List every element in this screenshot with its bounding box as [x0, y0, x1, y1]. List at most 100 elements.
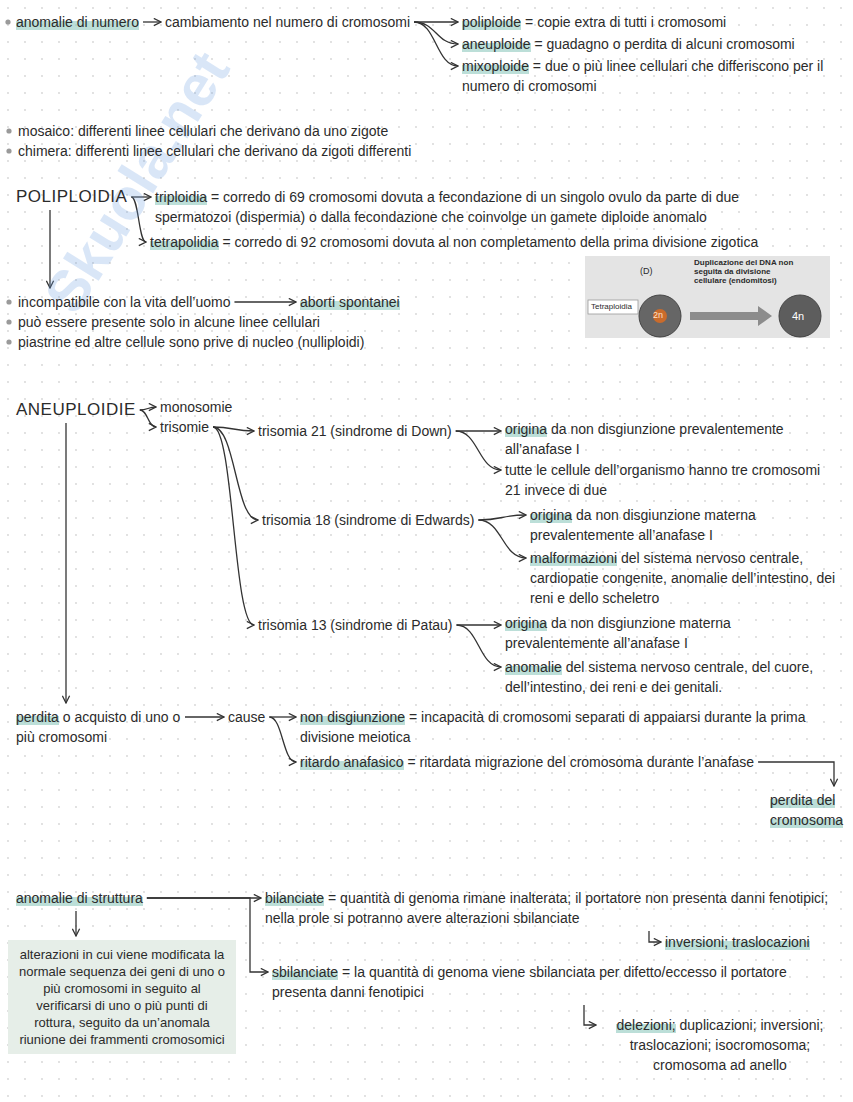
- arrow-connector: [457, 624, 501, 625]
- note-phrase: perdita del cromosoma: [770, 790, 846, 830]
- arrow-connector: [185, 716, 224, 717]
- note-phrase: ritardo anafasico = ritardata migrazione…: [300, 752, 754, 772]
- note-phrase: mixoploide = due o più linee cellulari c…: [462, 56, 842, 96]
- highlight: ritardo anafasico: [300, 754, 404, 770]
- figure-panel: [585, 256, 830, 338]
- arrow-connector: [234, 301, 296, 302]
- arrow-connector: [456, 431, 501, 470]
- note-phrase: anomalie del sistema nervoso centrale, d…: [505, 657, 845, 697]
- arrow-connector: [758, 762, 834, 786]
- arrow-connector: [143, 21, 161, 22]
- node-text: aneuploide = guadagno o perdita di alcun…: [462, 34, 795, 54]
- text-rest: = corredo di 92 cromosomi dovuta al non …: [219, 234, 759, 250]
- node-text: monosomie: [160, 397, 232, 417]
- note-phrase: monosomie: [160, 397, 232, 417]
- node-text: trisomia 21 (sindrome di Down): [258, 421, 452, 441]
- highlight: aborti spontanei: [300, 294, 400, 310]
- cell-circle: [639, 295, 681, 337]
- highlight: sbilanciate: [272, 964, 338, 980]
- section-heading: POLIPLOIDIA: [16, 187, 127, 207]
- arrow-connector: [584, 1005, 596, 1025]
- cell-circle: [779, 295, 821, 337]
- note-phrase: triploidia = corredo di 69 cromosomi dov…: [155, 187, 815, 227]
- highlight: perdita del cromosoma: [770, 792, 843, 828]
- note-phrase: bilanciate = quantità di genoma rimane i…: [265, 888, 845, 928]
- highlight: poliploide: [462, 14, 521, 30]
- highlight: anomalie: [505, 659, 562, 675]
- note-phrase: sbilanciate = la quantità di genoma vien…: [272, 962, 792, 1002]
- node-text: origina da non disgiunzione materna prev…: [505, 613, 835, 653]
- arrow-connector: [140, 407, 156, 410]
- node-text: inversioni; traslocazioni: [665, 932, 810, 952]
- note-phrase: anomalie di struttura: [16, 888, 143, 908]
- highlight: perdita: [16, 709, 59, 725]
- node-text: anomalie di numero: [16, 12, 139, 32]
- note-phrase: incompatibile con la vita dell’uomo: [18, 292, 230, 312]
- node-text: tetrapolidia = corredo di 92 cromosomi d…: [150, 232, 758, 252]
- bullet: [6, 128, 11, 133]
- node-text: trisomia 18 (sindrome di Edwards): [262, 510, 474, 530]
- highlight: anomalie di numero: [16, 14, 139, 30]
- bullet: [6, 339, 11, 344]
- node-text: alterazioni in cui viene modificata la n…: [16, 946, 228, 1048]
- arrow-connector: [65, 423, 66, 703]
- note-line: mosaico: differenti linee cellulari che …: [18, 121, 388, 141]
- text-rest: = quantità di genoma rimane inalterata; …: [265, 890, 828, 926]
- text-rest: = guadagno o perdita di alcuni cromosomi: [531, 36, 795, 52]
- node-text: origina da non disgiunzione prevalenteme…: [505, 419, 835, 459]
- highlight: aneuploide: [462, 36, 531, 52]
- text-rest: = copie extra di tutti i cromosomi: [521, 14, 726, 30]
- node-text: trisomie: [160, 417, 209, 437]
- highlight: non disgiunzione: [300, 709, 405, 725]
- note-phrase: trisomia 21 (sindrome di Down): [258, 421, 452, 441]
- figure-label: 4n: [792, 309, 804, 323]
- arrow-connector: [414, 22, 458, 66]
- node-text: aborti spontanei: [300, 292, 400, 312]
- node-text: non disgiunzione = incapacità di cromoso…: [300, 707, 845, 747]
- note-phrase: delezioni; duplicazioni; inversioni; tra…: [600, 1015, 840, 1075]
- note-phrase: aneuploide = guadagno o perdita di alcun…: [462, 34, 795, 54]
- node-text: triploidia = corredo di 69 cromosomi dov…: [155, 187, 815, 227]
- note-phrase: origina da non disgiunzione prevalenteme…: [505, 419, 835, 459]
- node-text: bilanciate = quantità di genoma rimane i…: [265, 888, 845, 928]
- note-phrase: trisomie: [160, 417, 209, 437]
- note-phrase: origina da non disgiunzione materna prev…: [530, 505, 840, 545]
- note-line: piastrine ed altre cellule sono prive di…: [18, 332, 364, 352]
- highlight: mixoploide: [462, 58, 529, 74]
- figure-arrow: [690, 306, 772, 326]
- arrow-connector: [213, 427, 254, 625]
- note-phrase: anomalie di numero: [16, 12, 139, 32]
- arrow-connector: [75, 911, 76, 936]
- node-text: perdita del cromosoma: [770, 790, 846, 830]
- note-phrase: tutte le cellule dell’organismo hanno tr…: [505, 460, 835, 500]
- text-rest: = la quantità di genoma viene sbilanciat…: [272, 964, 787, 1000]
- figure-label: (D): [640, 266, 653, 277]
- arrow-connector: [269, 716, 296, 717]
- highlight: anomalie di struttura: [16, 890, 143, 906]
- node-text: mixoploide = due o più linee cellulari c…: [462, 56, 842, 96]
- highlight: malformazioni: [530, 550, 617, 566]
- note-line: chimera: differenti linee cellulari che …: [18, 141, 411, 161]
- node-text: anomalie di struttura: [16, 888, 143, 908]
- note-phrase: malformazioni del sistema nervoso centra…: [530, 548, 845, 608]
- arrow-connector: [478, 520, 526, 558]
- node-text: anomalie del sistema nervoso centrale, d…: [505, 657, 845, 697]
- node-text: trisomia 13 (sindrome di Patau): [258, 615, 453, 635]
- highlight: delezioni;: [616, 1017, 675, 1033]
- arrow-connector: [213, 427, 258, 520]
- arrow-connector: [478, 515, 526, 520]
- node-text: tutte le cellule dell’organismo hanno tr…: [505, 460, 835, 500]
- arrow-connector: [649, 931, 661, 942]
- nucleus: [653, 309, 667, 323]
- definition-box: alterazioni in cui viene modificata la n…: [8, 940, 236, 1054]
- note-phrase: trisomia 18 (sindrome di Edwards): [262, 510, 474, 530]
- figure-label: 2n: [653, 309, 663, 321]
- bullets: [5, 19, 11, 344]
- bullet: [6, 299, 11, 304]
- node-text: cambiamento nel numero di cromosomi: [165, 12, 410, 32]
- arrow-connector: [457, 625, 501, 667]
- figure-label: Duplicazione del DNA non seguita da divi…: [694, 258, 794, 285]
- node-text: delezioni; duplicazioni; inversioni; tra…: [600, 1015, 840, 1075]
- arrow-connector: [269, 717, 296, 762]
